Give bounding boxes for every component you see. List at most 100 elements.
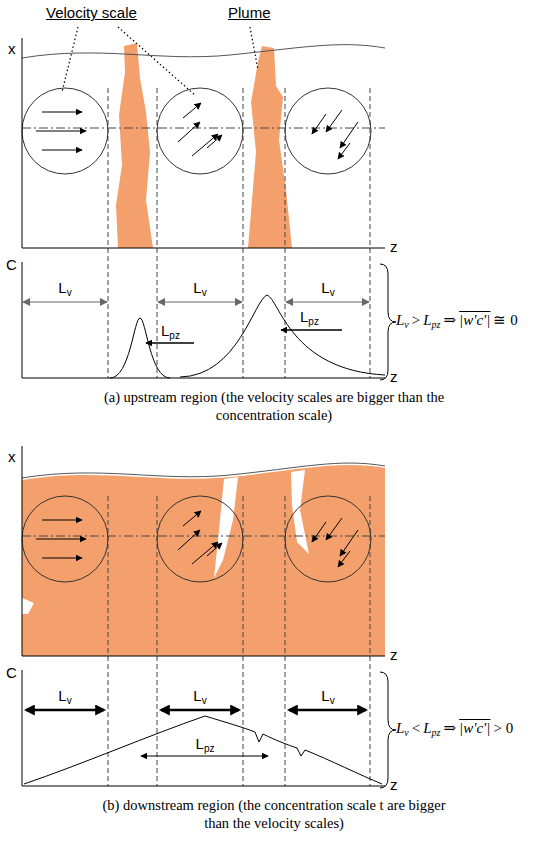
velocity-arrow: [36, 539, 86, 540]
dimension-arrow: [161, 709, 239, 712]
velocity-arrow: [178, 530, 200, 550]
water-surface: [22, 45, 385, 58]
axis: [22, 786, 385, 787]
velocity-arrow: [312, 522, 326, 542]
leader-line: [62, 27, 78, 92]
centre-line: [22, 128, 385, 129]
velocity-arrow: [42, 112, 82, 113]
leader-line: [118, 27, 196, 96]
plume-shape: [22, 465, 385, 656]
guide-line: [370, 88, 371, 378]
axis-label: z: [390, 646, 398, 663]
axis: [22, 38, 385, 378]
formula-term: Lpz: [423, 720, 440, 739]
axis-label: C: [6, 664, 17, 681]
part-name: Velocity scale: [46, 4, 137, 21]
plume-gap: [291, 470, 309, 554]
axis: [22, 446, 23, 656]
guide-line: [108, 496, 370, 786]
dimension-arrow: [26, 709, 104, 712]
dimension-label: Lv: [321, 279, 334, 299]
dimension-label: Lv: [58, 279, 71, 299]
water-surface: [22, 45, 385, 58]
velocity-arrow: [36, 511, 358, 567]
velocity-circle: [285, 88, 371, 174]
centre-line: [22, 536, 385, 537]
part-name: Plume: [228, 4, 271, 21]
dimension-label: Lv: [58, 687, 71, 707]
axis: [22, 446, 385, 786]
formula-term: Lpz: [423, 312, 440, 331]
dimension-arrow: [23, 302, 107, 303]
axis-label: C: [6, 256, 17, 273]
dimension-label: Lpz: [196, 735, 215, 755]
velocity-circle: [157, 496, 243, 582]
concentration-curve: [180, 295, 385, 377]
formula-term: |w'c'|: [459, 312, 490, 329]
dimension-arrow: [289, 709, 366, 712]
axis-label: x: [8, 40, 16, 57]
velocity-arrow: [207, 543, 222, 556]
guide-line: [370, 496, 371, 786]
plume-gap: [22, 598, 34, 614]
axis: [22, 378, 385, 379]
formula-term: ⇒: [444, 312, 457, 329]
brace: [380, 672, 396, 788]
dimension-arrow: [286, 302, 369, 303]
velocity-arrow: [42, 558, 82, 559]
formula-term: > 0: [493, 720, 513, 737]
dimension-label: Lv: [193, 279, 206, 299]
velocity-arrow: [338, 551, 350, 567]
dimension-arrow: [23, 302, 369, 303]
formula-term: <: [412, 720, 420, 737]
water-surface: [22, 463, 385, 478]
leader-line: [250, 27, 258, 70]
formula-term: Lv: [396, 720, 409, 739]
plume-shape: [116, 43, 292, 248]
plume-gap: [214, 477, 238, 578]
axis-label: z: [390, 368, 398, 385]
velocity-circle: [285, 496, 371, 582]
velocity-circle: [22, 496, 108, 582]
concentration-curve: [24, 716, 382, 784]
velocity-arrow: [338, 143, 350, 159]
width-arrow: [281, 329, 342, 330]
velocity-arrow: [207, 135, 222, 148]
formula-term: Lv: [396, 312, 409, 331]
axis: [22, 38, 23, 248]
leader-line: [62, 27, 258, 96]
caption: (a) upstream region (the velocity scales…: [94, 388, 454, 424]
plume-shape: [116, 43, 153, 248]
width-arrow: [141, 756, 268, 757]
brace: [380, 672, 396, 788]
dimension-label: Lpz: [300, 308, 319, 328]
dimension-label: Lv: [321, 687, 334, 707]
dimension-arrow: [158, 302, 242, 303]
formula-term: ⇒: [444, 720, 457, 737]
velocity-circle: [22, 88, 371, 174]
velocity-arrow: [312, 114, 326, 134]
velocity-arrow: [192, 134, 218, 156]
dimension-label: Lv: [193, 687, 206, 707]
velocity-circle: [157, 88, 243, 174]
centre-line: [22, 536, 385, 537]
formula-term: |w'c'|: [459, 720, 490, 737]
velocity-circle: [22, 496, 371, 582]
velocity-arrow: [42, 520, 82, 521]
velocity-arrow: [183, 103, 201, 118]
velocity-arrow: [183, 511, 201, 526]
plume-gap: [22, 470, 309, 614]
axis-label: z: [390, 776, 398, 793]
axis: [22, 262, 23, 378]
dimension-label: Lpz: [161, 322, 180, 342]
velocity-arrow: [178, 122, 200, 142]
velocity-circle: [22, 88, 108, 174]
axis: [22, 670, 23, 786]
velocity-arrow: [326, 110, 342, 132]
formula-term: ≅ 0: [493, 312, 517, 329]
brace: [380, 264, 396, 380]
concentration-curve: [24, 716, 382, 784]
velocity-arrow: [192, 542, 218, 564]
guide-line: [108, 88, 370, 378]
